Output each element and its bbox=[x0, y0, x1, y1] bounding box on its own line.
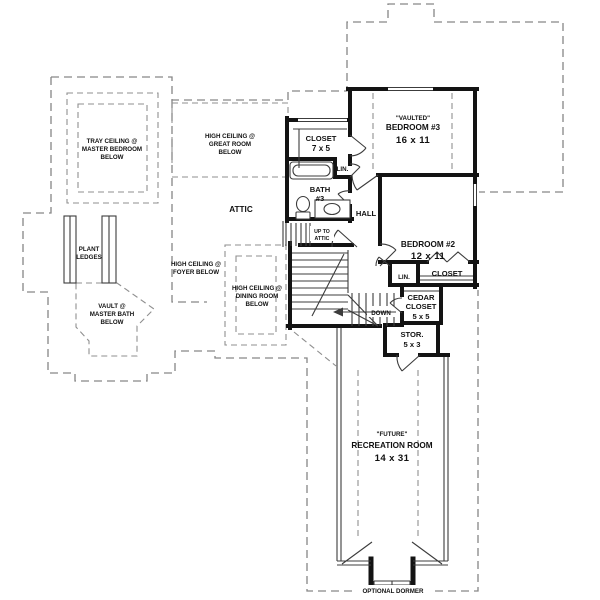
svg-text:BELOW: BELOW bbox=[100, 154, 123, 161]
attic-stair-treads bbox=[282, 221, 311, 247]
dormer-walls bbox=[368, 556, 416, 587]
label-attic-stairs: UP TO bbox=[314, 229, 330, 235]
label-master-bath-vault: VAULT @ bbox=[98, 303, 125, 310]
cedar-closet-door bbox=[389, 297, 403, 314]
closet3-door bbox=[349, 134, 367, 157]
svg-text:14 x 31: 14 x 31 bbox=[375, 453, 410, 464]
svg-text:ATTIC: ATTIC bbox=[315, 236, 330, 242]
roof-outline-left-bottom bbox=[22, 77, 479, 592]
label-closet-bedroom3: CLOSET bbox=[306, 134, 337, 143]
svg-text:DINING ROOM: DINING ROOM bbox=[236, 293, 279, 300]
svg-text:12 x 11: 12 x 11 bbox=[411, 251, 446, 262]
label-bedroom2: BEDROOM #2 bbox=[401, 240, 456, 249]
svg-text:7 x 5: 7 x 5 bbox=[312, 144, 331, 153]
label-recreation-room: "FUTURE" bbox=[377, 431, 408, 438]
roof-valley-line bbox=[293, 331, 337, 367]
linen-bath-door bbox=[349, 163, 361, 178]
tray-ceiling-outline-inner bbox=[77, 103, 148, 193]
svg-text:MASTER BEDROOM: MASTER BEDROOM bbox=[82, 146, 142, 153]
closet2-linen-walls bbox=[388, 264, 479, 289]
bedroom3-window-bg bbox=[388, 85, 433, 93]
roof-outline bbox=[22, 3, 564, 592]
label-linen-bath: LIN. bbox=[337, 166, 349, 173]
label-down: DOWN bbox=[371, 310, 391, 317]
rec-room-right-wall bbox=[443, 357, 449, 561]
label-foyer-ceiling: HIGH CEILING @ bbox=[171, 261, 221, 268]
vanity bbox=[314, 199, 351, 219]
fixtures bbox=[63, 128, 473, 292]
linen-hall-door bbox=[375, 256, 391, 267]
label-storage: STOR. bbox=[400, 330, 423, 339]
dormer-window bbox=[373, 580, 411, 586]
rec-room-left-wall bbox=[336, 328, 342, 561]
svg-text:MASTER BATH: MASTER BATH bbox=[90, 311, 135, 318]
bedroom2-window bbox=[473, 184, 477, 206]
label-optional-dormer: OPTIONAL DORMER bbox=[362, 588, 424, 595]
closet3-window-bg bbox=[298, 116, 347, 124]
label-hall: HALL bbox=[356, 209, 377, 218]
label-attic: ATTIC bbox=[229, 205, 253, 214]
svg-text:BELOW: BELOW bbox=[100, 319, 123, 326]
rec-room-bottom-wall bbox=[337, 560, 448, 566]
bathtub-inner bbox=[292, 164, 331, 177]
bedroom2-door bbox=[379, 243, 397, 267]
bedroom2-window-bg bbox=[471, 184, 479, 206]
svg-text:LEDGES: LEDGES bbox=[76, 254, 101, 261]
toilet-bowl bbox=[295, 195, 311, 213]
label-cedar-closet: CEDAR bbox=[407, 293, 435, 302]
label-bedroom3: "VAULTED" bbox=[396, 115, 430, 122]
labels: TRAY CEILING @ MASTER BEDROOM BELOW HIGH… bbox=[76, 115, 463, 595]
tray-ceiling-outline-outer bbox=[66, 92, 159, 204]
bedroom2-walls bbox=[378, 175, 479, 268]
stairwell-walls bbox=[286, 241, 382, 330]
windows bbox=[298, 85, 479, 206]
label-great-room-ceiling: HIGH CEILING @ bbox=[205, 133, 255, 140]
svg-text:FOYER BELOW: FOYER BELOW bbox=[173, 269, 219, 276]
svg-text:BELOW: BELOW bbox=[218, 149, 241, 156]
closet2-bifold-doors bbox=[426, 251, 471, 263]
dormer-label-bg bbox=[354, 585, 432, 595]
svg-text:5 x 5: 5 x 5 bbox=[413, 312, 431, 321]
great-room-ceiling-outline bbox=[171, 102, 289, 178]
bedroom3-window bbox=[388, 87, 433, 91]
label-dining-ceiling: HIGH CEILING @ bbox=[232, 285, 282, 292]
closet3-shelves bbox=[293, 128, 347, 168]
label-tray-ceiling: TRAY CEILING @ bbox=[87, 138, 138, 145]
label-bath3: BATH bbox=[310, 185, 331, 194]
main-stair-treads-upper bbox=[292, 250, 349, 310]
dining-ceiling-outline-outer bbox=[224, 244, 287, 346]
label-linen-hall: LIN. bbox=[398, 274, 410, 281]
svg-text:BELOW: BELOW bbox=[245, 301, 268, 308]
svg-text:CLOSET: CLOSET bbox=[406, 302, 437, 311]
bedroom3-door bbox=[351, 174, 379, 191]
dining-ceiling-outline-inner bbox=[235, 255, 277, 335]
svg-text:#3: #3 bbox=[316, 194, 324, 203]
attic-stairs-label-bg bbox=[310, 226, 334, 241]
down-arrow-head bbox=[333, 307, 343, 317]
svg-text:RECREATION ROOM: RECREATION ROOM bbox=[351, 441, 432, 450]
svg-text:BEDROOM #3: BEDROOM #3 bbox=[386, 123, 441, 132]
storage-door bbox=[396, 354, 421, 372]
vanity-sink bbox=[323, 202, 341, 216]
label-plant-ledges: PLANT bbox=[79, 246, 100, 253]
svg-text:GREAT ROOM: GREAT ROOM bbox=[209, 141, 251, 148]
master-bath-vault-outline bbox=[75, 282, 155, 357]
stair-break-line bbox=[311, 253, 345, 317]
bedroom3-walls bbox=[346, 87, 479, 179]
dormer-cheek-lines bbox=[341, 541, 443, 565]
svg-text:5 x 3: 5 x 3 bbox=[404, 340, 421, 349]
stairs bbox=[282, 221, 397, 327]
toilet-tank bbox=[295, 211, 311, 220]
closet3-window bbox=[298, 118, 347, 122]
label-closet-bedroom2: CLOSET bbox=[432, 269, 463, 278]
doors bbox=[331, 134, 471, 372]
svg-text:16 x 11: 16 x 11 bbox=[396, 135, 431, 146]
closet2-shelf bbox=[420, 275, 473, 281]
cedar-closet-walls bbox=[400, 283, 443, 325]
bathtub bbox=[289, 161, 334, 180]
roof-outline-top bbox=[51, 3, 564, 193]
